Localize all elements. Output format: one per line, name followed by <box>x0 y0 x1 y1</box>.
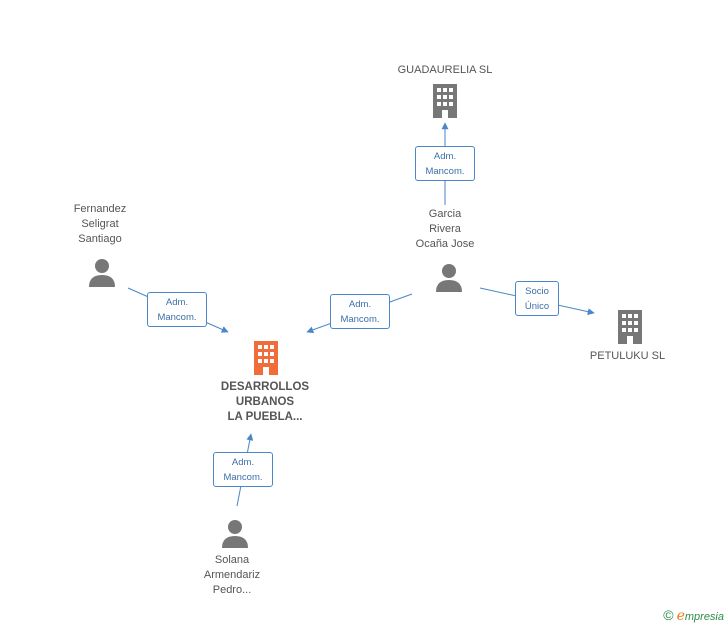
node-label-garcia[interactable]: Garcia Rivera Ocaña Jose <box>415 208 475 250</box>
person-icon[interactable] <box>87 257 117 287</box>
edge-label-fernandez-main: Adm. Mancom. <box>147 292 207 327</box>
node-label-solana[interactable]: Solana Armendariz Pedro... <box>203 554 261 596</box>
brand-logo-text: mpresia <box>684 611 724 623</box>
node-label-fernandez[interactable]: Fernandez Seligrat Santiago <box>73 203 127 245</box>
edge-label-garcia-main: Adm. Mancom. <box>330 294 390 329</box>
person-icon[interactable] <box>220 518 250 548</box>
building-icon[interactable] <box>251 341 281 375</box>
node-label-main-company[interactable]: DESARROLLOS URBANOS LA PUEBLA... <box>220 381 310 423</box>
building-icon[interactable] <box>430 84 460 118</box>
brand-logo[interactable]: ©empresia <box>663 607 724 624</box>
edge-label-garcia-guadaurelia: Adm. Mancom. <box>415 146 475 181</box>
edge-label-solana-main: Adm. Mancom. <box>213 452 273 487</box>
brand-logo-letter: e <box>676 608 685 624</box>
edge-label-garcia-petuluku: Socio Único <box>515 281 559 316</box>
person-icon[interactable] <box>434 262 464 292</box>
node-label-guadaurelia[interactable]: GUADAURELIA SL <box>397 64 493 76</box>
node-label-petuluku[interactable]: PETULUKU SL <box>589 350 666 362</box>
building-icon[interactable] <box>615 310 645 344</box>
copyright-icon: © <box>663 607 674 623</box>
